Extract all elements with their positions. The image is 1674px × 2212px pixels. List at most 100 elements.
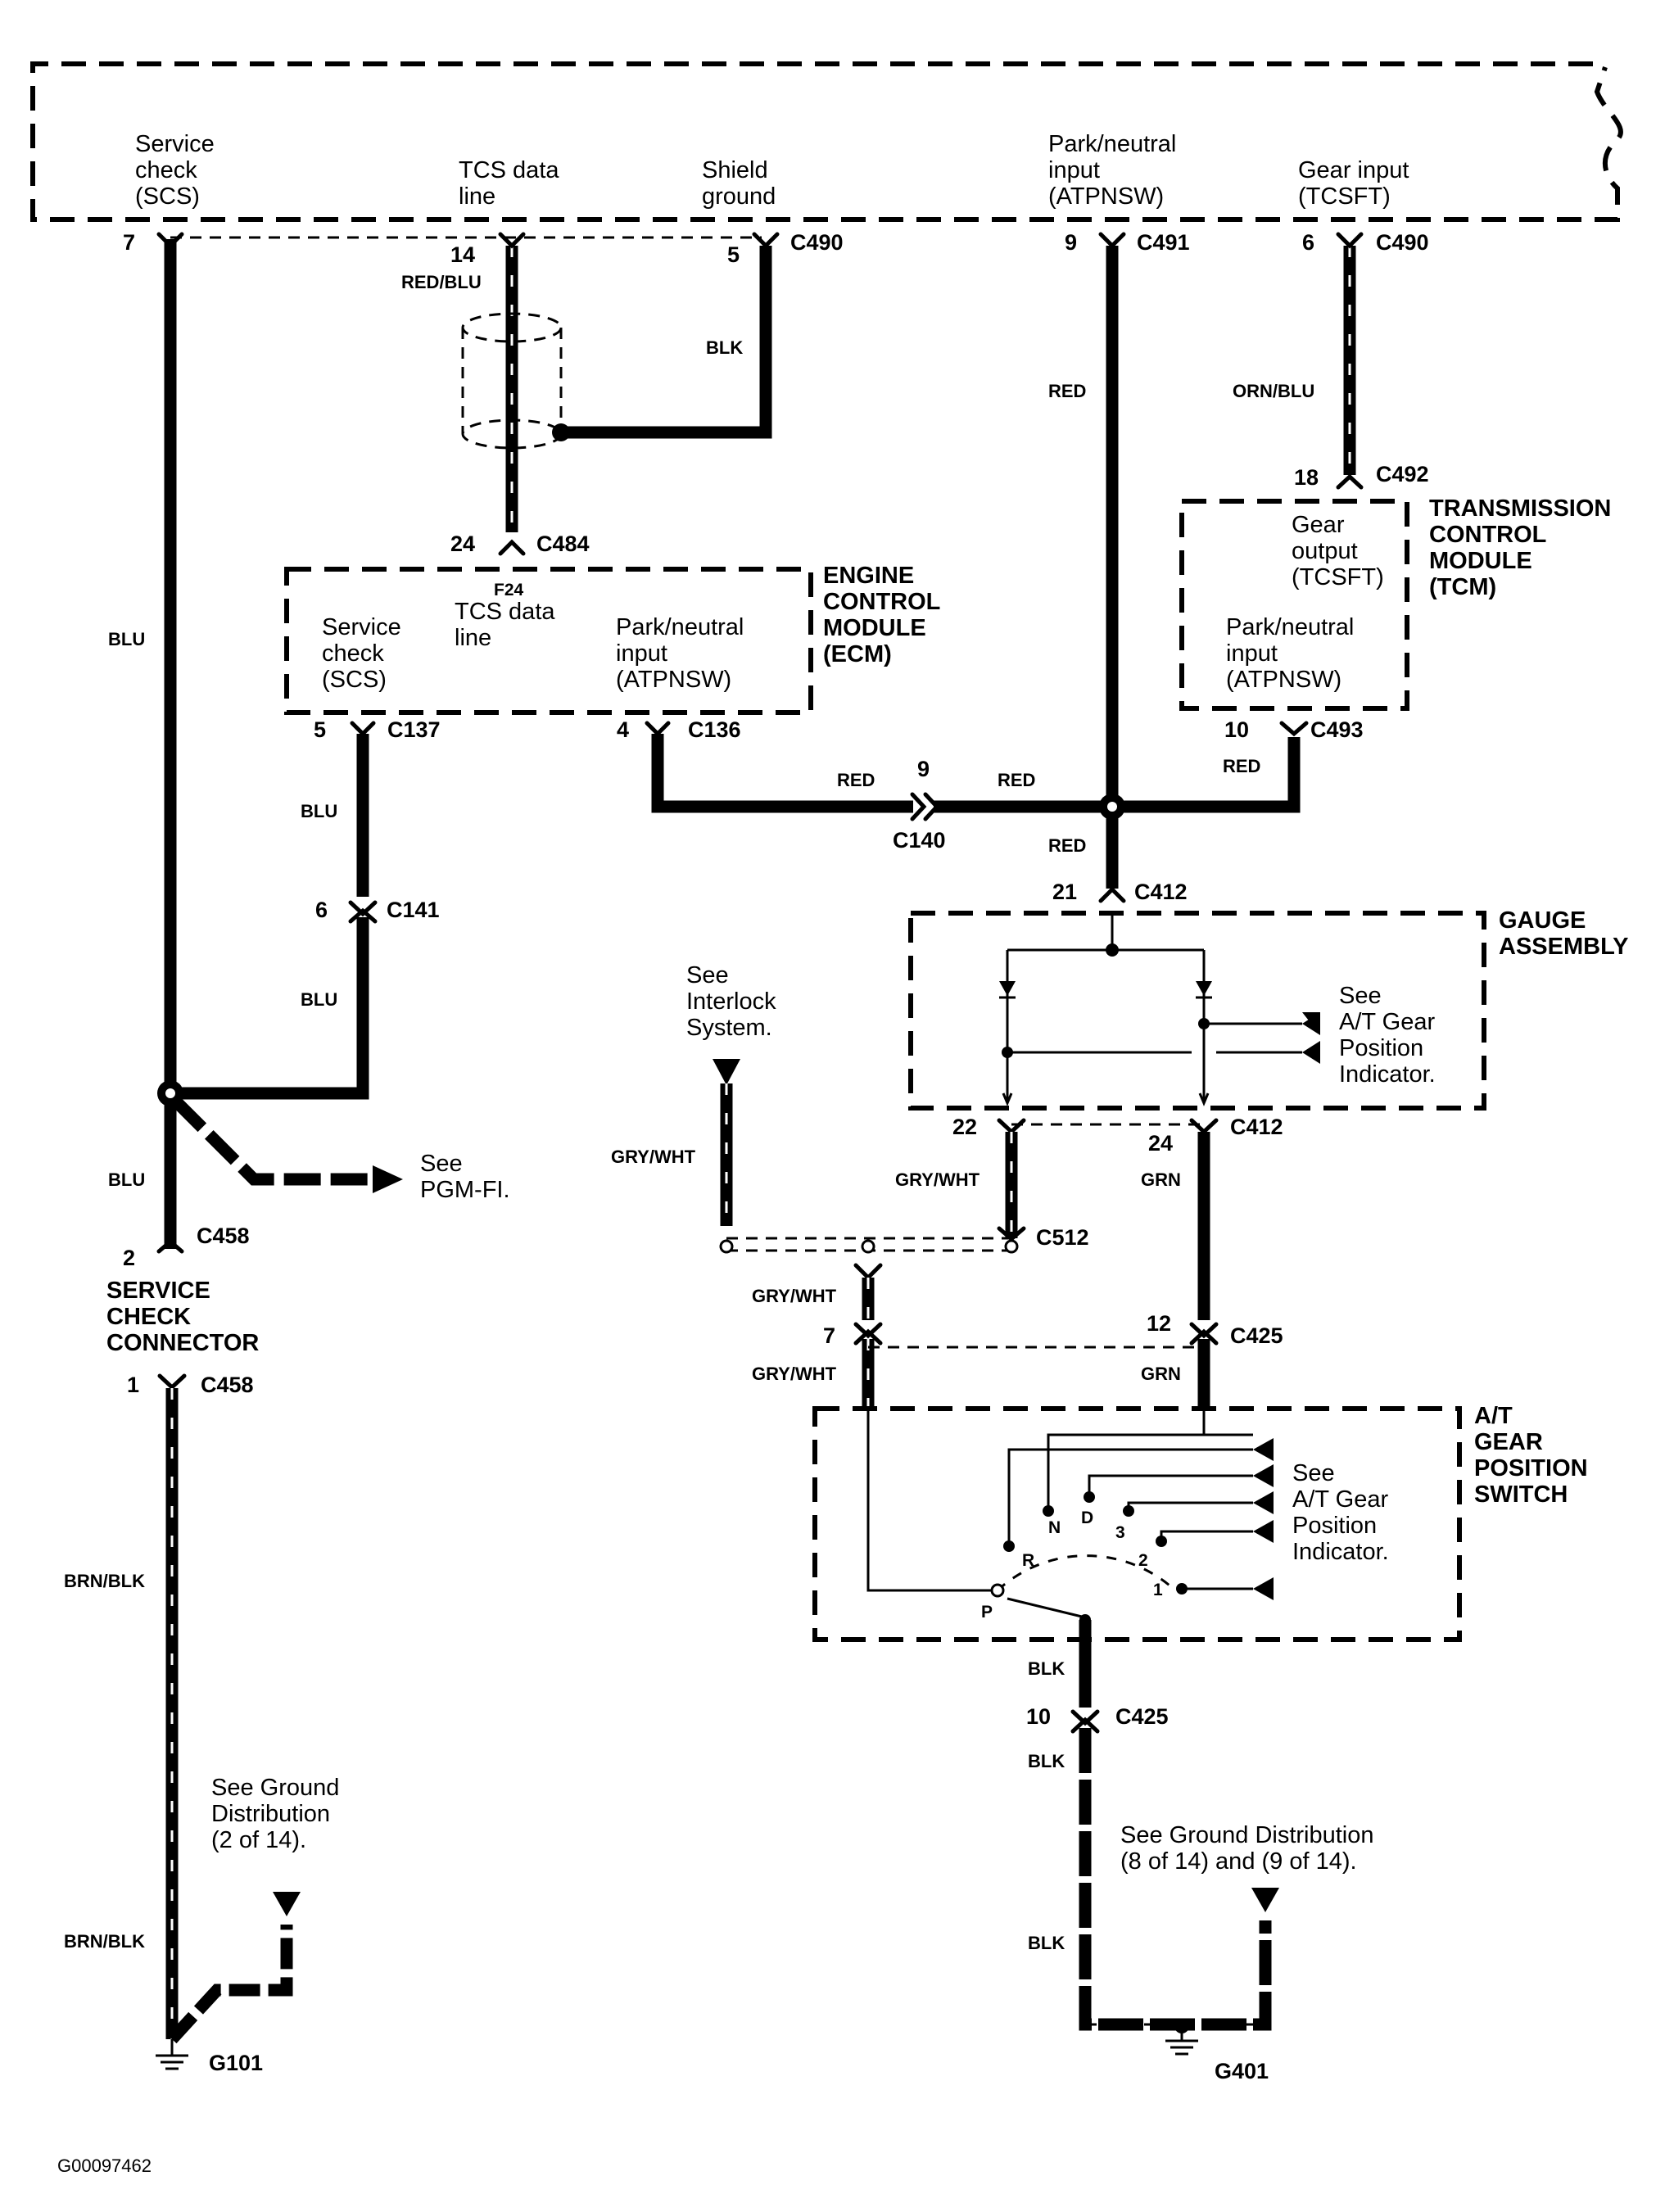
c141-wire-bottom: BLU <box>301 989 337 1010</box>
c141-wire-top: BLU <box>301 801 337 821</box>
gauge-pin-right: 24 <box>1148 1131 1173 1156</box>
switch-pos-d: D <box>1081 1509 1093 1527</box>
svc-name-l1: SERVICE <box>106 1278 210 1304</box>
svc-pin-top: 2 <box>123 1246 135 1270</box>
c512-bus <box>719 1226 1026 1254</box>
ecm-scs-l2: check <box>322 640 384 667</box>
tcm-pn-l3: (ATPNSW) <box>1226 667 1341 693</box>
pcm-scs-l2: check <box>135 157 197 183</box>
gauge-see-l1: See <box>1339 983 1382 1009</box>
interlock-l3: System. <box>686 1015 772 1041</box>
gauge-internal-circuit <box>999 916 1302 1106</box>
c512-wire: GRY/WHT <box>895 1169 980 1190</box>
pcm-pn-l2: input <box>1048 157 1100 183</box>
interlock-l2: Interlock <box>686 988 776 1015</box>
switch-arrow2-icon <box>1253 1464 1274 1487</box>
ecm-name-l4: (ECM) <box>823 641 892 667</box>
c412-top-connector <box>1098 886 1126 903</box>
splice-center <box>165 1088 175 1098</box>
c141-conn: C141 <box>387 898 440 922</box>
switch-see-l4: Indicator. <box>1292 1539 1389 1565</box>
gr-l1: See Ground Distribution <box>1120 1822 1374 1848</box>
gear-wire <box>1336 232 1364 490</box>
switch-pos-3: 3 <box>1115 1523 1125 1542</box>
svc-gnd-l1: See Ground <box>211 1775 339 1801</box>
gr-wire1: BLK <box>1028 1658 1065 1679</box>
tcm-top-pin: 18 <box>1294 465 1319 490</box>
c425-wire-br: GRN <box>1141 1364 1181 1384</box>
c425-pin-right: 12 <box>1147 1311 1171 1336</box>
brn-blk-wire <box>157 1373 301 2044</box>
pcm-pn-conn: C491 <box>1137 230 1190 255</box>
ecm-name-l3: MODULE <box>823 615 926 641</box>
c140-wire-right: RED <box>998 770 1035 790</box>
ecm-pn-l3: (ATPNSW) <box>616 667 731 693</box>
tcm-gear-l2: output <box>1292 538 1358 564</box>
ecm-scs-pin: 5 <box>314 717 326 742</box>
switch-see-l2: A/T Gear <box>1292 1486 1388 1513</box>
pcm-tcs-l2: line <box>459 183 495 210</box>
svc-gnd-l2: Distribution <box>211 1801 330 1827</box>
gr-wire2: BLK <box>1028 1751 1065 1771</box>
tcm-bot-wire: RED <box>1223 756 1260 776</box>
ground-g101: G101 <box>209 2051 263 2075</box>
ecm-scs-conn: C137 <box>387 717 441 742</box>
pcm-tcs-l1: TCS data <box>459 157 559 183</box>
pcm-pn-pin: 9 <box>1065 230 1077 255</box>
gr-pin: 10 <box>1026 1704 1051 1729</box>
c141-pin: 6 <box>315 898 328 922</box>
switch-see-l1: See <box>1292 1460 1335 1486</box>
gauge-see-l4: Indicator. <box>1339 1061 1436 1088</box>
pcm-gear-pin: 6 <box>1302 230 1314 255</box>
svc-wire2: BRN/BLK <box>64 1931 145 1952</box>
c425-wire-top: GRY/WHT <box>752 1286 837 1306</box>
tcm-name-l2: CONTROL <box>1429 522 1546 548</box>
c140-wire-down: RED <box>1048 835 1086 856</box>
switch-pos-n: N <box>1048 1518 1061 1537</box>
pcm-shield-wire: BLK <box>706 337 743 358</box>
gauge-bot-conn: C412 <box>1230 1115 1283 1139</box>
pcm-shield-l1: Shield <box>702 157 768 183</box>
ecm-tcs-l1: TCS data <box>455 599 555 625</box>
ecm-pn-l2: input <box>616 640 667 667</box>
switch-arrow5-icon <box>1253 1577 1274 1600</box>
svc-name-l2: CHECK <box>106 1304 191 1330</box>
switch-name-l2: GEAR <box>1474 1429 1543 1455</box>
gr-wire3: BLK <box>1028 1933 1065 1953</box>
shield-connector <box>752 232 780 249</box>
svc-conn-bottom: C458 <box>201 1373 254 1397</box>
left-wire-lower: BLU <box>108 1169 145 1190</box>
interlock-l1: See <box>686 962 729 988</box>
c512-wire-right: GRN <box>1141 1169 1181 1190</box>
ecm-pn-red-wire <box>645 721 1309 821</box>
interlock-wire-label: GRY/WHT <box>611 1147 696 1167</box>
tcm-pn-l1: Park/neutral <box>1226 614 1354 640</box>
pgm-arrow-icon <box>373 1165 403 1193</box>
shield-ground-wire <box>561 246 772 439</box>
pgm-l2: PGM-FI. <box>420 1177 510 1203</box>
c491-connector <box>1098 232 1126 249</box>
ecm-scs-wire <box>170 721 378 1100</box>
gauge-top-conn: C412 <box>1134 880 1188 904</box>
svc-name-l3: CONNECTOR <box>106 1330 259 1356</box>
svc-conn-top: C458 <box>197 1224 250 1248</box>
switch-name-l1: A/T <box>1474 1403 1513 1429</box>
switch-pos-p: P <box>981 1603 993 1622</box>
pcm-shield-l2: ground <box>702 183 776 210</box>
tcm-bot-conn: C493 <box>1310 717 1364 742</box>
interlock-arrow-icon <box>713 1059 740 1085</box>
pcm-pn-l3: (ATPNSW) <box>1048 183 1164 210</box>
ecm-pn-pin: 4 <box>617 717 629 742</box>
pcm-shield-conn: C490 <box>790 230 844 255</box>
tcm-bot-pin: 10 <box>1224 717 1249 742</box>
gauge-top-pin: 21 <box>1052 880 1077 904</box>
grn-wire <box>1189 1118 1219 1409</box>
c425-pin-left: 7 <box>823 1323 835 1348</box>
switch-pos-1: 1 <box>1153 1581 1163 1599</box>
ground-g101-icon <box>156 2039 188 2070</box>
tcm-top-conn: C492 <box>1376 462 1429 486</box>
c425-conn: C425 <box>1230 1323 1283 1348</box>
switch-box <box>812 1406 1462 1642</box>
switch-arrow3-icon <box>1253 1491 1274 1514</box>
